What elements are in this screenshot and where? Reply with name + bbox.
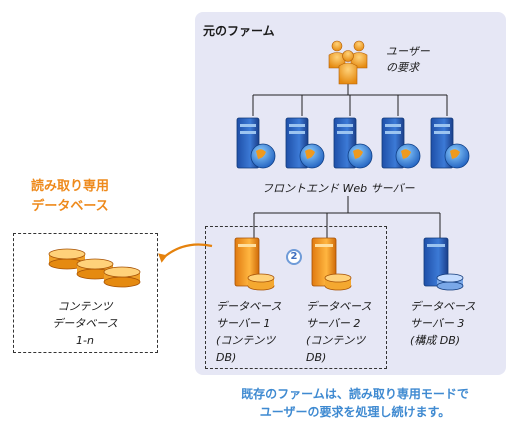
database-servers-box — [205, 226, 387, 369]
frontend-label: フロントエンド Web サーバー — [262, 182, 415, 195]
database-server-icon — [423, 237, 464, 291]
web-server-icon — [430, 117, 470, 169]
database-server-icon — [311, 237, 352, 291]
database-disk-icon — [48, 248, 141, 288]
users-label: ユーザー の要求 — [386, 45, 430, 74]
step-badge: 2 — [286, 249, 302, 265]
users-icon — [328, 40, 368, 85]
connector-lines — [252, 84, 448, 238]
content-database-label: コンテンツ データベース 1-n — [52, 300, 118, 347]
footer-caption: 既存のファームは、読み取り専用モードで ユーザーの要求を処理し続けます。 — [241, 387, 469, 419]
db-server-1-label: データベース サーバー 1 (コンテンツ DB) — [216, 300, 282, 364]
arrow-icon — [158, 243, 213, 263]
db-server-3-label: データベース サーバー 3 (構成 DB) — [410, 300, 476, 347]
farm-title: 元のファーム — [203, 24, 275, 38]
db-server-2-label: データベース サーバー 2 (コンテンツ DB) — [306, 300, 372, 364]
web-server-icon — [381, 117, 421, 169]
readonly-database-box — [13, 233, 158, 353]
web-server-icon — [285, 117, 325, 169]
web-server-icon — [333, 117, 373, 169]
readonly-title: 読み取り専用 データベース — [30, 179, 109, 214]
database-server-icon — [234, 237, 275, 291]
web-servers — [236, 117, 470, 169]
web-server-icon — [236, 117, 276, 169]
